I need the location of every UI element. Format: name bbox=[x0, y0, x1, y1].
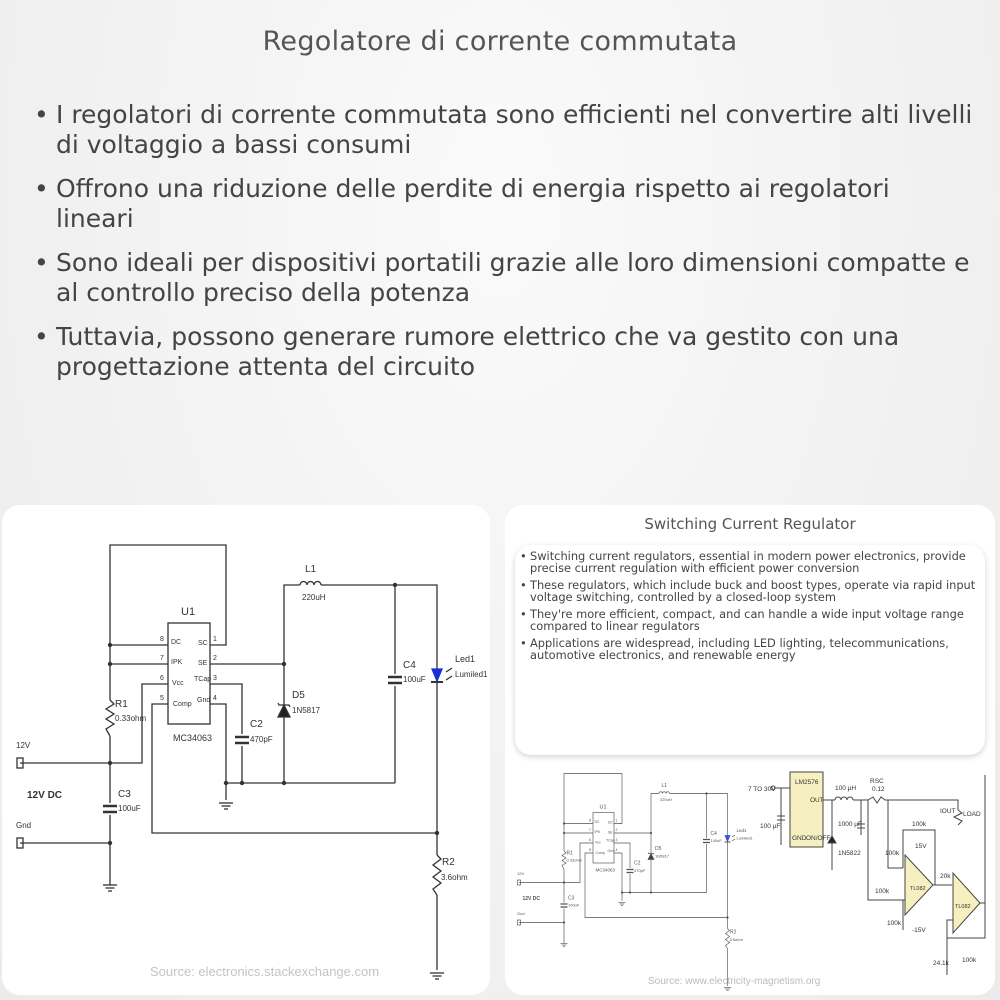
label: 3.6ohm bbox=[441, 873, 468, 882]
card-title: Switching Current Regulator bbox=[644, 515, 856, 533]
label: 100uF bbox=[118, 804, 141, 813]
label: Led1 bbox=[455, 654, 475, 664]
label: 15V bbox=[915, 843, 927, 850]
label: 0.12 bbox=[872, 786, 885, 793]
label: LM2576 bbox=[795, 779, 819, 786]
pin-number: 4 bbox=[213, 695, 217, 702]
label: TL082 bbox=[910, 886, 926, 892]
card-bullet: These regulators, which include buck and… bbox=[520, 579, 980, 603]
bullet-item: I regolatori di corrente commutata sono … bbox=[34, 100, 974, 160]
pin-name: Gnd bbox=[197, 697, 210, 704]
label: C2 bbox=[250, 719, 263, 730]
label: 7 TO 30V bbox=[748, 786, 776, 793]
pin-number: 5 bbox=[160, 695, 164, 702]
label: -15V bbox=[912, 927, 926, 934]
label: 20k bbox=[940, 873, 951, 880]
label: 0.33ohm bbox=[115, 714, 146, 723]
label: 100 µF bbox=[760, 823, 780, 830]
bullet-item: Sono ideali per dispositivi portatili gr… bbox=[34, 248, 974, 308]
bullet-list: I regolatori di corrente commutata sono … bbox=[34, 100, 974, 396]
opamp-ic1b bbox=[952, 871, 981, 935]
pin-number: 8 bbox=[160, 636, 164, 643]
label: R2 bbox=[442, 857, 455, 868]
label: 100k bbox=[875, 888, 890, 895]
label: C4 bbox=[403, 660, 416, 671]
ic-lm2576 bbox=[789, 771, 824, 848]
pin-name: SC bbox=[198, 640, 208, 647]
label: C3 bbox=[118, 789, 131, 800]
label: RSC bbox=[870, 778, 884, 785]
input-pad-12v bbox=[16, 757, 24, 769]
pin-name: DC bbox=[171, 639, 181, 646]
lm2576-schematic bbox=[770, 771, 986, 975]
label: 24.1k bbox=[933, 960, 950, 967]
pin-number: 7 bbox=[160, 655, 164, 662]
source-credit: Source: electronics.stackexchange.com bbox=[150, 964, 379, 979]
card-bullet: Switching current regulators, essential … bbox=[520, 550, 980, 574]
ic-ref: U1 bbox=[181, 606, 195, 618]
ic-part: MC34063 bbox=[173, 733, 212, 743]
label: TL082 bbox=[955, 904, 971, 910]
label: OUT bbox=[810, 797, 824, 804]
input-pad-gnd bbox=[16, 837, 24, 849]
label: GND bbox=[792, 835, 807, 842]
label: 100k bbox=[962, 957, 977, 964]
card-bullet: They're more efficient, compact, and can… bbox=[520, 608, 980, 632]
led-icon bbox=[431, 668, 443, 683]
schematic-panel bbox=[2, 505, 490, 995]
label: 100k bbox=[887, 920, 902, 927]
bullet-item: Tuttavia, possono generare rumore elettr… bbox=[34, 322, 974, 382]
pin-name: IPK bbox=[171, 659, 183, 666]
wire bbox=[109, 544, 227, 885]
pin-number: 6 bbox=[160, 675, 164, 682]
label: 100k bbox=[912, 821, 927, 828]
label: L1 bbox=[305, 564, 317, 575]
label: 220uH bbox=[302, 593, 326, 602]
page-title: Regolatore di corrente commutata bbox=[262, 26, 738, 57]
bullet-item: Offrono una riduzione delle perdite di e… bbox=[34, 174, 974, 234]
label: 1000 µF bbox=[838, 821, 862, 828]
diode-d5 bbox=[276, 703, 292, 718]
inductor-l1 bbox=[299, 580, 322, 586]
label: 1N5822 bbox=[838, 850, 861, 857]
pin-number: 2 bbox=[213, 655, 217, 662]
resistor-r1 bbox=[104, 699, 116, 737]
label: R1 bbox=[115, 699, 128, 710]
label: D5 bbox=[292, 690, 305, 701]
thumbnail-schematic bbox=[517, 774, 754, 991]
source-credit: Source: www.electricity-magnetism.org bbox=[648, 976, 820, 987]
card-bullet-list: Switching current regulators, essential … bbox=[520, 550, 980, 666]
opamp-ic1a bbox=[904, 853, 934, 917]
label: 12V bbox=[16, 741, 31, 750]
resistor-r2 bbox=[431, 854, 443, 896]
label: 100uF bbox=[403, 675, 426, 684]
ic-u1 bbox=[167, 622, 211, 725]
label: 100k bbox=[885, 850, 900, 857]
pin-number: 3 bbox=[213, 675, 217, 682]
pin-number: 1 bbox=[213, 636, 217, 643]
label: Lumiled1 bbox=[455, 670, 488, 679]
label: LOAD bbox=[963, 811, 981, 818]
label: 100 µH bbox=[835, 785, 856, 792]
pin-name: SE bbox=[198, 660, 208, 667]
label: 470pF bbox=[250, 735, 273, 744]
pin-name: Comp bbox=[173, 701, 192, 708]
label: 12V DC bbox=[27, 790, 62, 801]
label: IOUT bbox=[940, 808, 956, 815]
label: ON/OFF bbox=[806, 835, 831, 842]
label: 1N5817 bbox=[292, 706, 321, 715]
pin-name: TCap bbox=[194, 676, 211, 683]
pin-name: Vcc bbox=[172, 680, 184, 687]
label: Gnd bbox=[16, 821, 31, 830]
card-bullet: Applications are widespread, including L… bbox=[520, 637, 980, 661]
